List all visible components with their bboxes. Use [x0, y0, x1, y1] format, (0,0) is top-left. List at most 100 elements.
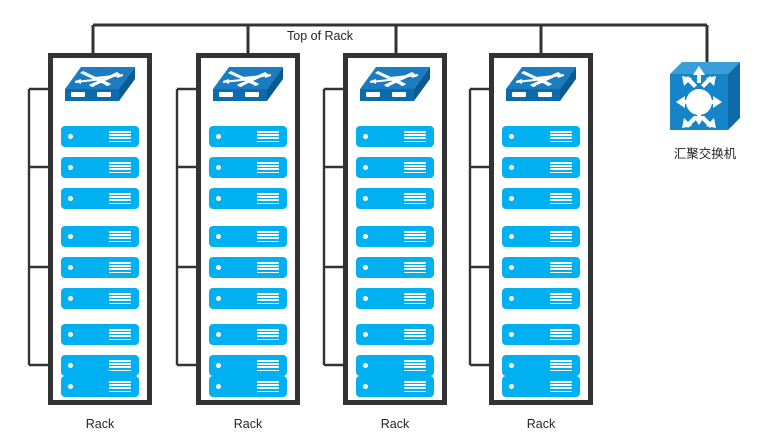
server-vents-icon [550, 381, 572, 393]
rack-2-server-9[interactable] [209, 376, 287, 397]
rack-3-server-8[interactable] [356, 355, 434, 376]
server-vents-icon [257, 262, 279, 274]
server-vents-icon [404, 360, 426, 372]
rack-4-server-4[interactable] [502, 226, 580, 247]
server-vents-icon [257, 131, 279, 143]
server-vents-icon [109, 360, 131, 372]
server-led-icon [509, 165, 514, 170]
server-vents-icon [550, 162, 572, 174]
server-vents-icon [109, 193, 131, 205]
server-vents-icon [257, 381, 279, 393]
rack-3-label: Rack [380, 417, 410, 431]
rack-2-server-3[interactable] [209, 188, 287, 209]
rack-4-server-7[interactable] [502, 324, 580, 345]
server-vents-icon [109, 381, 131, 393]
rack-1-server-8[interactable] [61, 355, 139, 376]
rack-2-label: Rack [233, 417, 263, 431]
server-led-icon [68, 384, 73, 389]
server-led-icon [363, 296, 368, 301]
server-led-icon [509, 332, 514, 337]
rack-2-server-5[interactable] [209, 257, 287, 278]
rack-2-server-7[interactable] [209, 324, 287, 345]
rack-2-top-of-rack-switch[interactable] [209, 63, 287, 105]
server-vents-icon [257, 231, 279, 243]
rack-3-server-2[interactable] [356, 157, 434, 178]
rack-4-server-3[interactable] [502, 188, 580, 209]
rack-2-server-1[interactable] [209, 126, 287, 147]
server-led-icon [68, 265, 73, 270]
rack-1-server-5[interactable] [61, 257, 139, 278]
server-led-icon [363, 265, 368, 270]
server-vents-icon [550, 131, 572, 143]
server-vents-icon [404, 381, 426, 393]
rack-3-top-of-rack-switch[interactable] [356, 63, 434, 105]
aggregation-switch-cube-icon[interactable] [668, 60, 742, 134]
rack-1-server-3[interactable] [61, 188, 139, 209]
server-vents-icon [109, 262, 131, 274]
server-vents-icon [550, 193, 572, 205]
rack-3-server-6[interactable] [356, 288, 434, 309]
rack-3-server-5[interactable] [356, 257, 434, 278]
server-led-icon [363, 196, 368, 201]
server-led-icon [68, 296, 73, 301]
server-led-icon [363, 363, 368, 368]
server-led-icon [68, 196, 73, 201]
rack-4-server-5[interactable] [502, 257, 580, 278]
server-vents-icon [109, 329, 131, 341]
server-vents-icon [404, 231, 426, 243]
server-vents-icon [550, 360, 572, 372]
rack-4-server-9[interactable] [502, 376, 580, 397]
rack-1-server-7[interactable] [61, 324, 139, 345]
server-vents-icon [257, 162, 279, 174]
server-led-icon [509, 265, 514, 270]
rack-1-server-4[interactable] [61, 226, 139, 247]
rack-1-top-of-rack-switch[interactable] [61, 63, 139, 105]
server-vents-icon [550, 262, 572, 274]
rack-4-server-8[interactable] [502, 355, 580, 376]
rack-1-server-9[interactable] [61, 376, 139, 397]
server-vents-icon [550, 329, 572, 341]
top-of-rack-label: Top of Rack [281, 29, 360, 43]
server-vents-icon [109, 131, 131, 143]
server-led-icon [509, 134, 514, 139]
rack-3-server-3[interactable] [356, 188, 434, 209]
server-vents-icon [257, 360, 279, 372]
rack-2-server-6[interactable] [209, 288, 287, 309]
server-led-icon [509, 384, 514, 389]
server-led-icon [216, 165, 221, 170]
server-led-icon [363, 234, 368, 239]
server-led-icon [509, 234, 514, 239]
rack-4-top-of-rack-switch[interactable] [502, 63, 580, 105]
server-vents-icon [404, 131, 426, 143]
server-led-icon [68, 332, 73, 337]
server-vents-icon [257, 329, 279, 341]
rack-4-server-1[interactable] [502, 126, 580, 147]
server-led-icon [363, 384, 368, 389]
rack-4-server-6[interactable] [502, 288, 580, 309]
rack-2-server-8[interactable] [209, 355, 287, 376]
rack-1-server-1[interactable] [61, 126, 139, 147]
rack-3-server-9[interactable] [356, 376, 434, 397]
rack-4-server-2[interactable] [502, 157, 580, 178]
server-vents-icon [550, 231, 572, 243]
rack-1-server-2[interactable] [61, 157, 139, 178]
rack-3-server-4[interactable] [356, 226, 434, 247]
server-led-icon [68, 134, 73, 139]
server-led-icon [68, 165, 73, 170]
server-led-icon [509, 196, 514, 201]
server-vents-icon [404, 293, 426, 305]
server-vents-icon [109, 293, 131, 305]
rack-3-server-7[interactable] [356, 324, 434, 345]
rack-1-server-6[interactable] [61, 288, 139, 309]
server-led-icon [216, 134, 221, 139]
server-led-icon [216, 363, 221, 368]
server-led-icon [216, 265, 221, 270]
server-led-icon [363, 165, 368, 170]
server-led-icon [509, 296, 514, 301]
rack-2-server-2[interactable] [209, 157, 287, 178]
rack-2-server-4[interactable] [209, 226, 287, 247]
server-led-icon [216, 384, 221, 389]
rack-3-server-1[interactable] [356, 126, 434, 147]
server-vents-icon [257, 293, 279, 305]
